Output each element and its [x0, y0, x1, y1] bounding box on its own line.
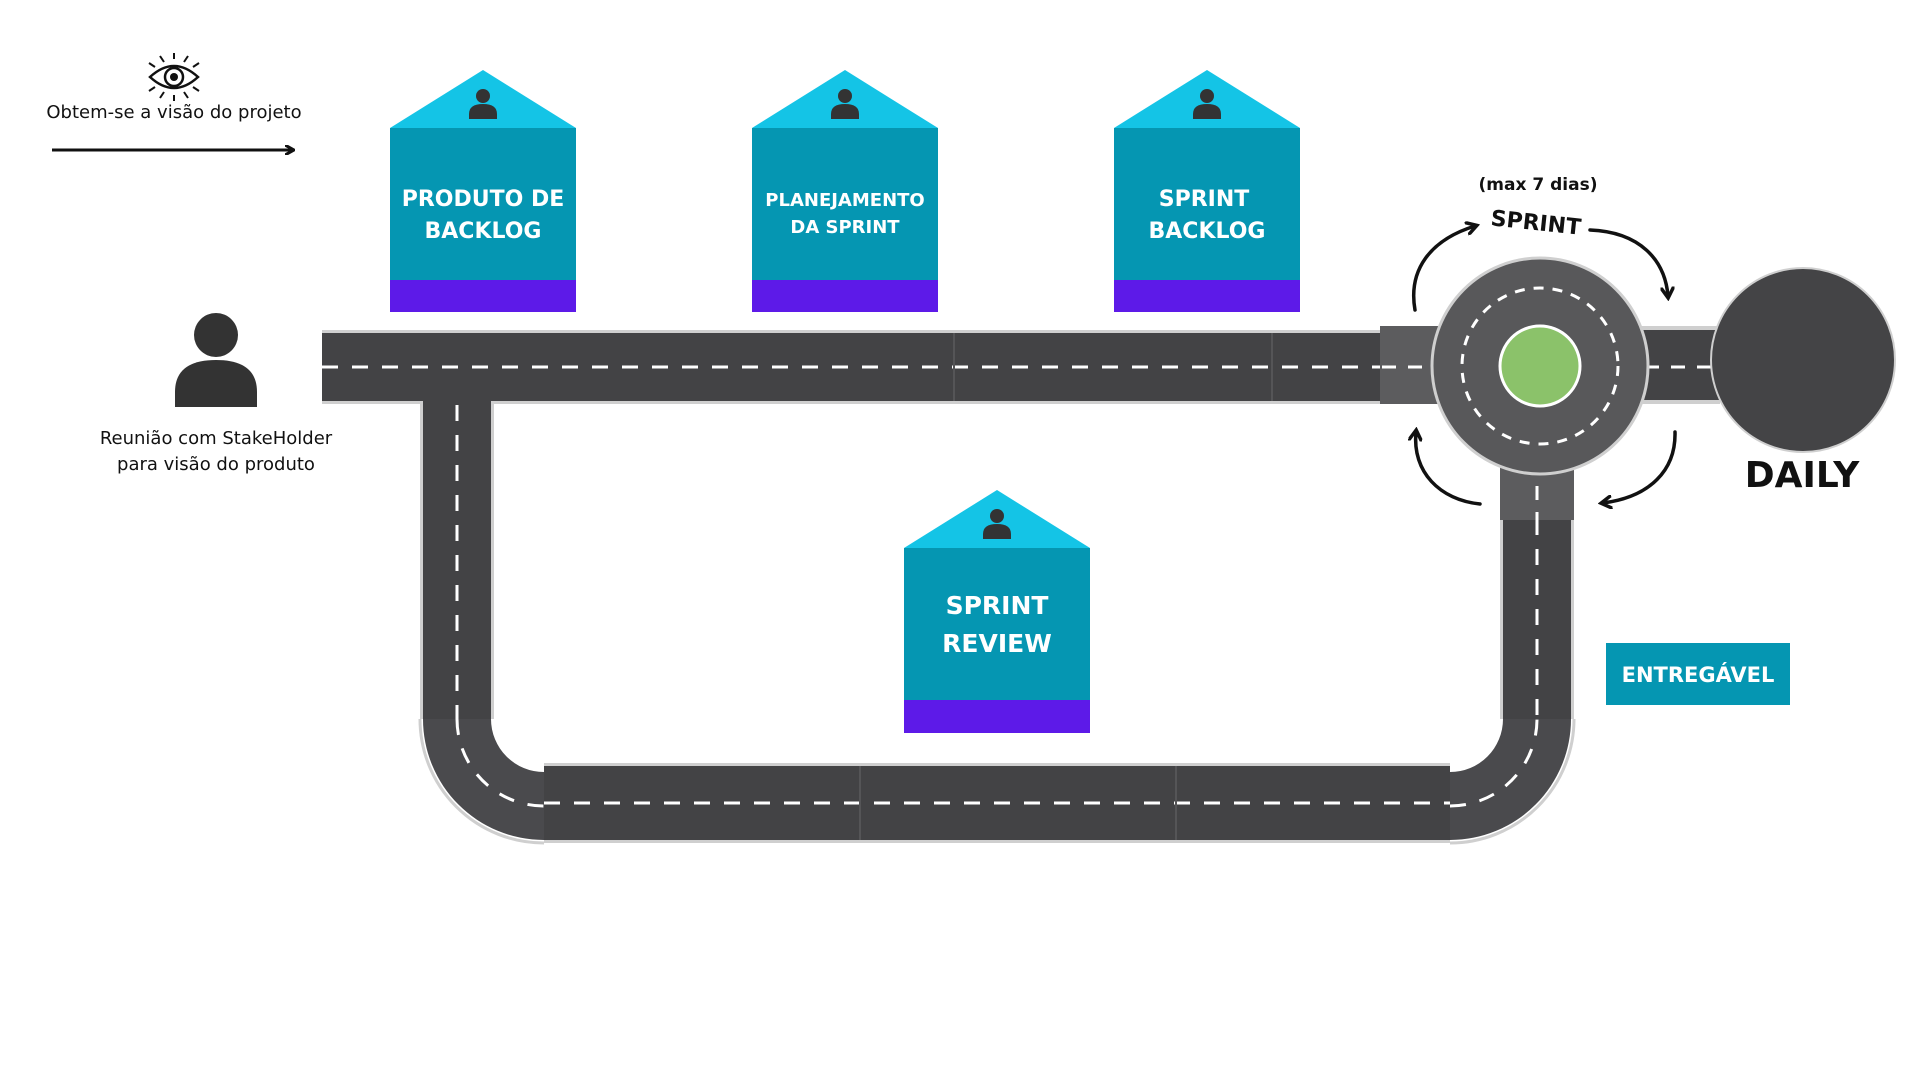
vision-label: Obtem-se a visão do projeto — [46, 102, 301, 123]
sprint-max-label: (max 7 dias) — [1479, 175, 1598, 195]
road-top — [322, 330, 1382, 404]
road-bottom — [544, 763, 1450, 843]
house-sprint-backlog: SPRINT BACKLOG — [1114, 70, 1300, 312]
entregavel-label: ENTREGÁVEL — [1622, 662, 1775, 687]
curved-arrow-icon — [1588, 228, 1668, 296]
house-planejamento-sprint: PLANEJAMENTO DA SPRINT — [752, 70, 938, 312]
stakeholder-block: Reunião com StakeHolder para visão do pr… — [100, 313, 333, 475]
house-title-line1: PRODUTO DE — [402, 187, 565, 212]
road-left — [420, 401, 494, 719]
house-title-line1: SPRINT — [946, 591, 1049, 620]
person-icon — [831, 89, 859, 119]
sprint-label: SPRINT — [1490, 206, 1583, 240]
house-title-line2: BACKLOG — [425, 219, 542, 244]
road-right — [1500, 515, 1574, 719]
stakeholder-line2: para visão do produto — [117, 454, 315, 475]
person-icon — [1193, 89, 1221, 119]
house-title-line2: DA SPRINT — [790, 217, 900, 238]
road-curve-left — [418, 718, 545, 845]
eye-icon — [148, 53, 200, 101]
daily-label: DAILY — [1745, 455, 1860, 496]
house-title-line2: REVIEW — [942, 629, 1052, 658]
curved-arrow-icon — [1603, 430, 1677, 503]
entregavel-badge: ENTREGÁVEL — [1606, 643, 1790, 705]
stakeholder-line1: Reunião com StakeHolder — [100, 428, 333, 449]
roundabout — [1380, 256, 1720, 520]
house-title-line1: PLANEJAMENTO — [765, 190, 924, 211]
person-icon — [469, 89, 497, 119]
person-icon — [175, 313, 257, 407]
center-island — [1498, 324, 1582, 408]
curved-arrow-icon — [1412, 226, 1475, 312]
vision-block: Obtem-se a visão do projeto — [46, 53, 302, 150]
daily-node: DAILY — [1710, 267, 1896, 496]
road-network — [322, 256, 1720, 845]
person-icon — [983, 509, 1011, 539]
house-title-line1: SPRINT — [1159, 187, 1250, 212]
house-sprint-review: SPRINT REVIEW — [904, 490, 1090, 733]
house-title-line2: BACKLOG — [1149, 219, 1266, 244]
road-curve-right — [1449, 718, 1576, 845]
house-produto-backlog: PRODUTO DE BACKLOG — [390, 70, 576, 312]
daily-circle — [1710, 267, 1896, 453]
curved-arrow-icon — [1416, 432, 1482, 506]
sprint-cycle-arrows — [1412, 226, 1677, 506]
